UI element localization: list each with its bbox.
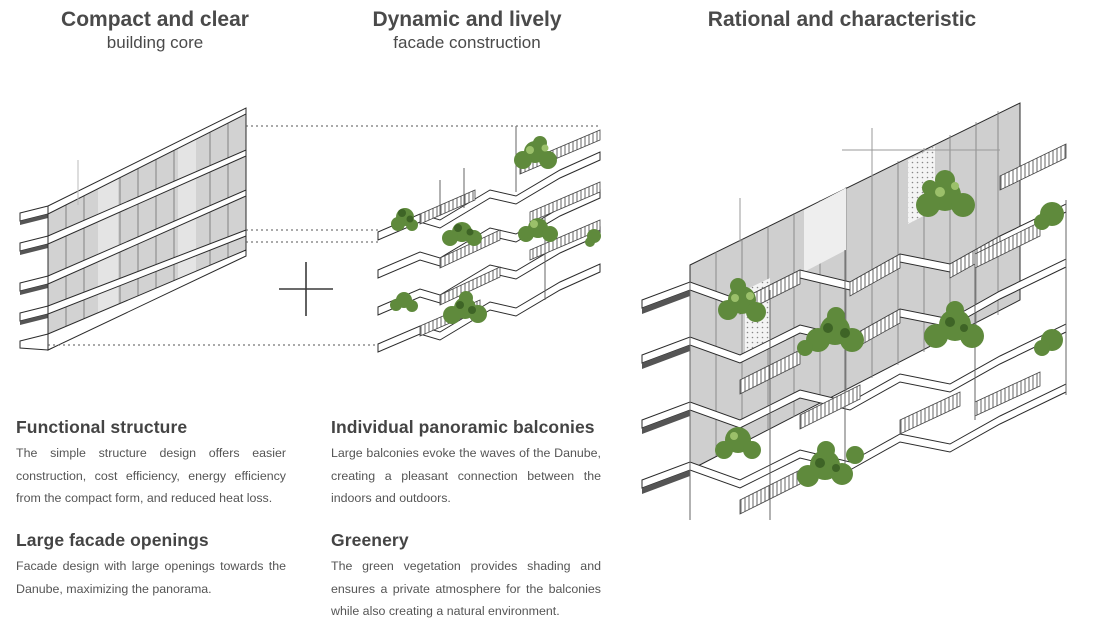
- block-text: Facade design with large openings toward…: [16, 559, 286, 596]
- building-core-illustration: [19, 107, 247, 351]
- heading-facade-construction: Dynamic and lively facade construction: [336, 8, 598, 54]
- block-text: The green vegetation provides shading an…: [331, 559, 601, 618]
- dotted-connector-lines: [48, 125, 600, 346]
- heading-building-core: Compact and clear building core: [24, 8, 286, 54]
- block-title: Individual panoramic balconies: [331, 417, 595, 437]
- text-block-facade-openings: Large facade openings Facade design with…: [16, 530, 286, 600]
- combined-plants: [715, 170, 1064, 487]
- block-title: Functional structure: [16, 417, 188, 437]
- heading-subtitle: building core: [106, 33, 204, 52]
- block-text: The simple structure design offers easie…: [16, 446, 286, 505]
- facade-plants: [390, 136, 601, 324]
- heading-subtitle: facade construction: [393, 33, 541, 52]
- heading-title: Compact and clear: [61, 8, 249, 31]
- heading-title: Dynamic and lively: [372, 8, 562, 31]
- block-title: Large facade openings: [16, 530, 209, 550]
- block-text: Large balconies evoke the waves of the D…: [331, 446, 601, 505]
- text-block-panoramic-balconies: Individual panoramic balconies Large bal…: [331, 417, 601, 510]
- heading-combined-result: Rational and characteristic: [640, 8, 1044, 32]
- plus-icon: [279, 262, 333, 316]
- text-block-greenery: Greenery The green vegetation provides s…: [331, 530, 601, 623]
- text-block-functional-structure: Functional structure The simple structur…: [16, 417, 286, 510]
- facade-construction-illustration: [377, 126, 601, 353]
- block-title: Greenery: [331, 530, 409, 550]
- heading-title: Rational and characteristic: [707, 8, 977, 31]
